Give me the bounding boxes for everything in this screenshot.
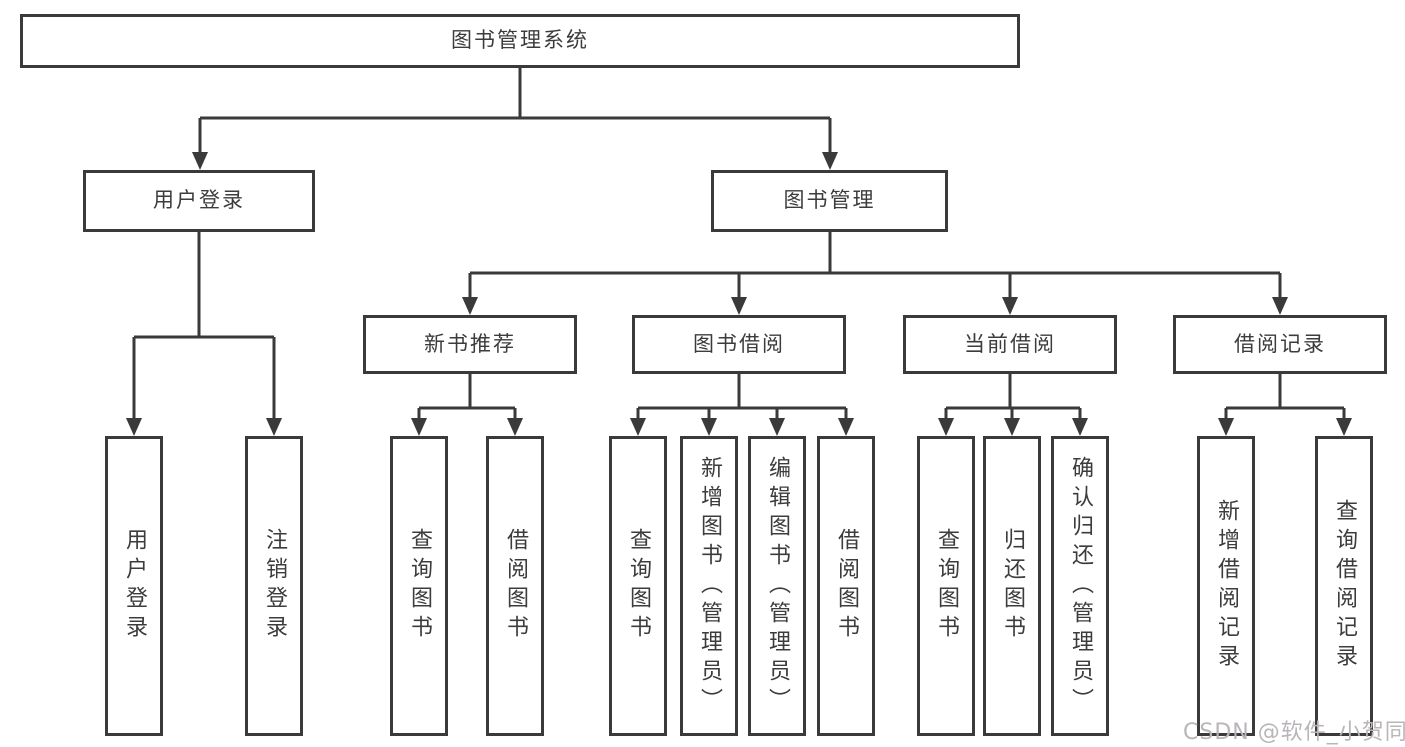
- arrowhead-icon: [838, 418, 854, 436]
- arrowhead-icon: [507, 418, 523, 436]
- leaf-add-borrow-record: 新增借阅记录: [1197, 436, 1255, 736]
- arrowhead-icon: [769, 418, 785, 436]
- leaf-add-books-admin: 新增图书（管理员）: [680, 436, 738, 736]
- arrowhead-icon: [731, 297, 747, 315]
- node-new-book-recommend: 新书推荐: [363, 315, 577, 374]
- arrowhead-icon: [462, 297, 478, 315]
- arrowhead-icon: [1004, 418, 1020, 436]
- arrowhead-icon: [266, 418, 282, 436]
- arrowhead-icon: [1072, 418, 1088, 436]
- leaf-logout: 注销登录: [245, 436, 303, 736]
- node-current-borrow: 当前借阅: [903, 315, 1117, 374]
- node-book-management-system: 图书管理系统: [20, 14, 1020, 68]
- arrowhead-icon: [1336, 418, 1352, 436]
- leaf-query-borrow-record: 查询借阅记录: [1315, 436, 1373, 736]
- connector-root-to-level2: [192, 68, 838, 170]
- leaf-confirm-return-admin: 确认归还（管理员）: [1051, 436, 1109, 736]
- arrowhead-icon: [411, 418, 427, 436]
- arrowhead-icon: [1002, 297, 1018, 315]
- node-book-borrow: 图书借阅: [632, 315, 846, 374]
- connector-borrow-records-to-leaves: [1218, 374, 1352, 436]
- node-user-login: 用户登录: [83, 170, 315, 232]
- leaf-borrow-books-2: 借阅图书: [817, 436, 875, 736]
- node-book-management: 图书管理: [711, 170, 948, 232]
- arrowhead-icon: [1218, 418, 1234, 436]
- arrowhead-icon: [126, 418, 142, 436]
- connector-book-borrow-to-leaves: [630, 374, 854, 436]
- connector-user-login-to-leaves: [126, 232, 282, 436]
- node-borrow-records: 借阅记录: [1173, 315, 1387, 374]
- connector-new-book-recommend-to-leaves: [411, 374, 523, 436]
- connector-book-management-to-level3: [462, 232, 1288, 315]
- arrowhead-icon: [938, 418, 954, 436]
- leaf-return-books: 归还图书: [983, 436, 1041, 736]
- leaf-query-books-1: 查询图书: [390, 436, 448, 736]
- leaf-query-books-3: 查询图书: [917, 436, 975, 736]
- leaf-borrow-books-1: 借阅图书: [486, 436, 544, 736]
- connector-current-borrow-to-leaves: [938, 374, 1088, 436]
- arrowhead-icon: [630, 418, 646, 436]
- watermark: CSDN @软件_小贺同学: [1183, 720, 1405, 745]
- arrowhead-icon: [192, 152, 208, 170]
- leaf-edit-books-admin: 编辑图书（管理员）: [748, 436, 806, 736]
- arrowhead-icon: [822, 152, 838, 170]
- leaf-query-books-2: 查询图书: [609, 436, 667, 736]
- leaf-user-login: 用户登录: [105, 436, 163, 736]
- arrowhead-icon: [701, 418, 717, 436]
- arrowhead-icon: [1272, 297, 1288, 315]
